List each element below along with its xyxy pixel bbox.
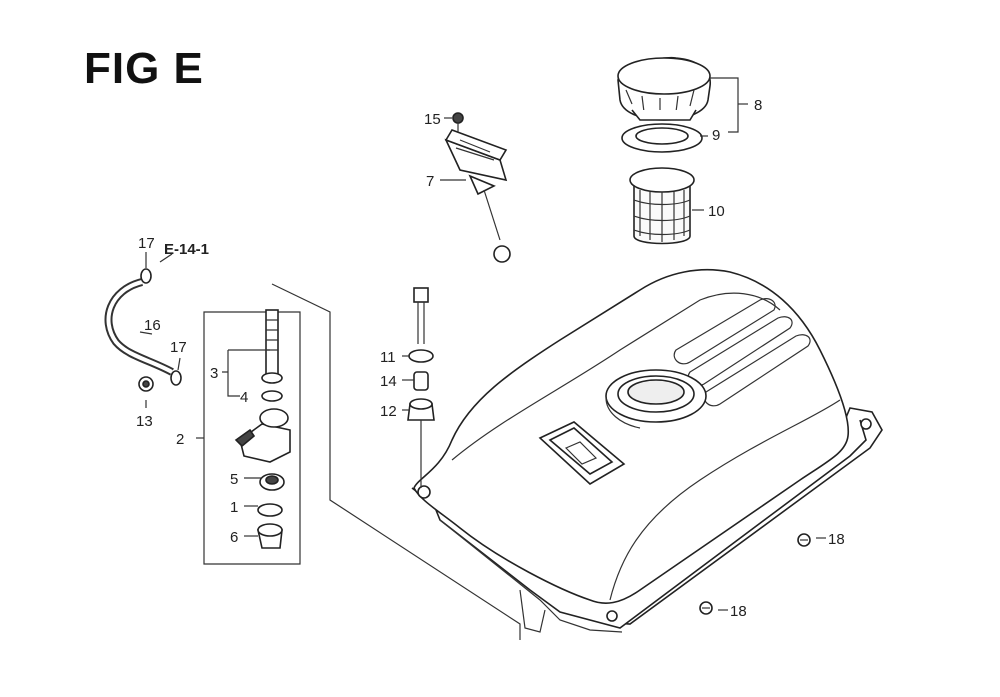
callout-13: 13 (136, 413, 153, 430)
fuel-cap-assembly (617, 56, 711, 245)
fuel-tank (411, 269, 883, 633)
callout-9: 9 (712, 127, 720, 144)
callout-1: 1 (230, 499, 238, 516)
reference-e-14-1[interactable]: E-14-1 (164, 241, 209, 258)
callout-5: 5 (230, 471, 238, 488)
callout-labels: 8 9 10 15 7 11 14 12 3 4 2 5 1 6 17 E-14… (136, 97, 845, 620)
callout-15: 15 (424, 111, 441, 128)
bolt-18 (699, 533, 811, 615)
mount-bolt-set (407, 287, 435, 488)
figure-title: FIG E (84, 44, 204, 93)
callout-18-bottom: 18 (730, 603, 747, 620)
callout-14: 14 (380, 373, 397, 390)
callout-17-bottom: 17 (170, 339, 187, 356)
fuel-gauge-assembly (444, 112, 511, 263)
callout-10: 10 (708, 203, 725, 220)
callout-11: 11 (380, 349, 396, 366)
callout-18-right: 18 (828, 531, 845, 548)
callout-2: 2 (176, 431, 184, 448)
fuel-hose-assembly (104, 268, 182, 392)
leader-lines (139, 77, 826, 611)
callout-3: 3 (210, 365, 218, 382)
callout-6: 6 (230, 529, 238, 546)
callout-12: 12 (380, 403, 397, 420)
callout-8: 8 (754, 97, 762, 114)
fuel-valve-assembly (203, 283, 521, 640)
callout-17-top: 17 (138, 235, 155, 252)
callout-4: 4 (240, 389, 248, 406)
callout-7: 7 (426, 173, 434, 190)
callout-16: 16 (144, 317, 161, 334)
